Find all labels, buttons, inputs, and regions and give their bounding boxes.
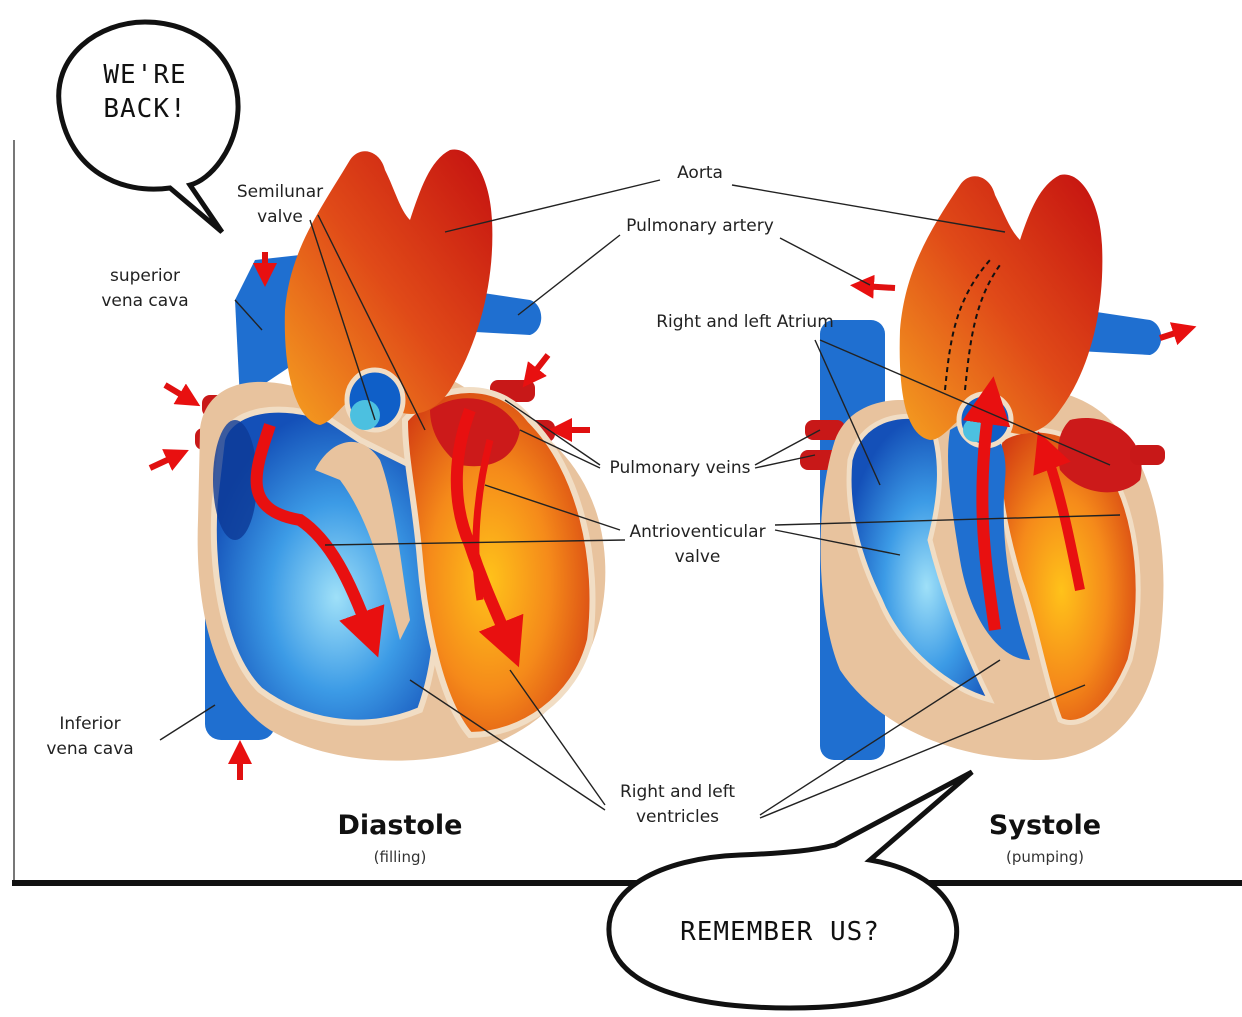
speech-bubble-top xyxy=(59,22,238,232)
bubble-bottom-text: REMEMBER US? xyxy=(620,915,940,949)
label-ventricles: Right and left ventricles xyxy=(600,780,755,830)
systole-title: Systole xyxy=(945,810,1145,841)
label-atrium: Right and left Atrium xyxy=(640,310,850,335)
right-atrium-shape xyxy=(213,420,257,540)
bubble-top-text: WE'RE BACK! xyxy=(70,58,220,126)
diastole-subtitle: (filling) xyxy=(300,848,500,866)
diastole-heart xyxy=(195,149,605,760)
label-pulmonary-veins: Pulmonary veins xyxy=(600,456,760,481)
label-semilunar-valve: Semilunar valve xyxy=(215,180,345,230)
label-pulmonary-artery: Pulmonary artery xyxy=(605,214,795,239)
label-av-valve: Antrioventicular valve xyxy=(610,520,785,570)
label-inferior-vena-cava: Inferior vena cava xyxy=(25,712,155,762)
label-aorta: Aorta xyxy=(640,161,760,186)
diastole-title: Diastole xyxy=(300,810,500,841)
label-superior-vena-cava: superior vena cava xyxy=(80,264,210,314)
systole-heart xyxy=(800,174,1165,760)
systole-subtitle: (pumping) xyxy=(945,848,1145,866)
